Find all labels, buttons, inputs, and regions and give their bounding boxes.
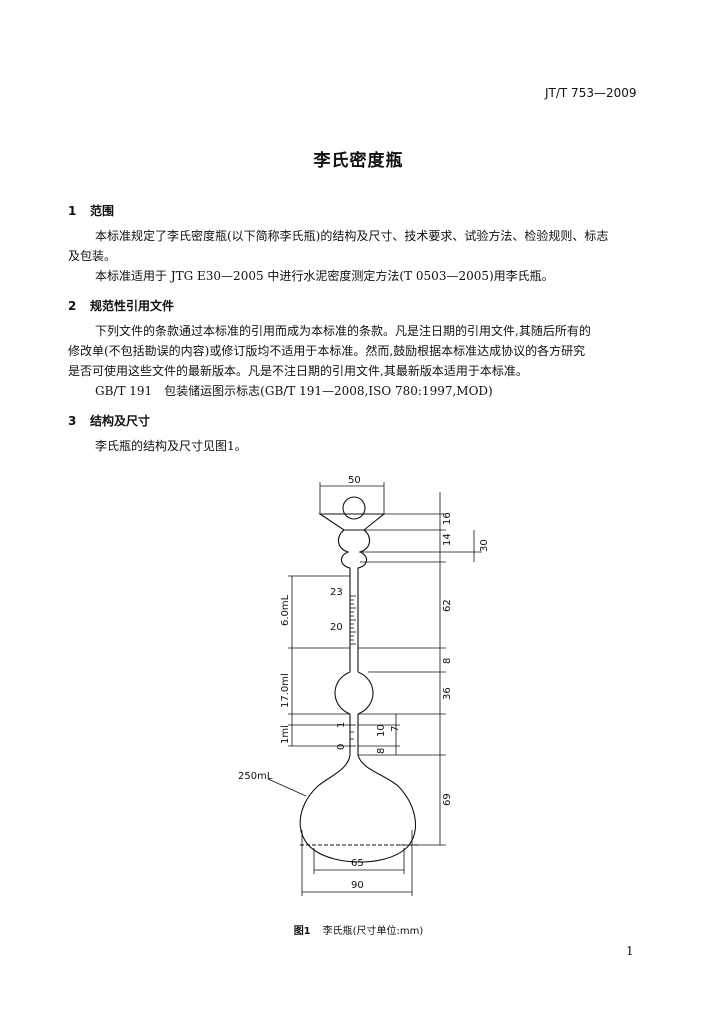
section-title: 结构及尺寸 <box>90 414 151 428</box>
section-title: 范围 <box>90 204 115 218</box>
section-title: 规范性引用文件 <box>90 299 175 313</box>
lower-neck <box>349 714 359 755</box>
standard-number: JT/T 753—2009 <box>545 86 637 100</box>
funnel-top <box>318 513 386 531</box>
page-number: 1 <box>626 944 634 958</box>
scale-label-0: 0 <box>336 744 347 750</box>
section-1-heading: 1 范围 <box>68 202 114 219</box>
graduated-stem <box>349 575 359 672</box>
stem-graduations <box>350 595 356 747</box>
neck-bulbs <box>337 529 371 575</box>
scale-label-23: 23 <box>330 587 343 598</box>
section-number: 2 <box>68 299 77 313</box>
bottom-width-dimensions <box>301 830 413 896</box>
figure-caption: 图1 李氏瓶(尺寸单位:mm) <box>0 922 717 937</box>
paragraph: 李氏瓶的结构及尺寸见图1。 <box>95 439 247 453</box>
paragraph: 及包装。 <box>68 249 117 263</box>
label-dim-14: 14 <box>442 533 453 546</box>
stopper-ball <box>342 496 366 520</box>
section-2-heading: 2 规范性引用文件 <box>68 297 174 314</box>
section-number: 3 <box>68 414 77 428</box>
volume-leader-line <box>267 778 307 797</box>
section-number: 1 <box>68 204 77 218</box>
paragraph: 本标准适用于 JTG E30—2005 中进行水泥密度测定方法(T 0503—2… <box>95 269 554 283</box>
figure-number: 图1 <box>293 926 311 937</box>
document-title: 李氏密度瓶 <box>313 151 404 171</box>
label-dim-16: 16 <box>442 512 453 525</box>
left-volume-dimensions <box>288 575 350 747</box>
figure-caption-text: 李氏瓶(尺寸单位:mm) <box>322 926 424 937</box>
label-dim-10: 10 <box>376 724 387 737</box>
scale-label-20: 20 <box>330 622 343 633</box>
label-dim-8-upper: 8 <box>442 658 453 664</box>
label-dim-30: 30 <box>479 539 490 552</box>
label-volume-250ml: 250mL <box>238 771 273 782</box>
right-height-dimensions <box>358 492 482 846</box>
paragraph: 下列文件的条款通过本标准的引用而成为本标准的条款。凡是注日期的引用文件,其随后所… <box>95 324 591 338</box>
label-width-65: 65 <box>351 858 364 869</box>
label-dim-62: 62 <box>442 599 453 612</box>
le-chatelier-flask-drawing: 50 16 14 30 62 8 36 10 7 8 69 65 90 6.0m… <box>238 475 490 896</box>
label-dim-69: 69 <box>442 793 453 806</box>
paragraph: 是否可使用这些文件的最新版本。凡是不注日期的引用文件,其最新版本适用于本标准。 <box>68 364 528 378</box>
middle-bulb <box>334 671 374 715</box>
label-dim-8-lower: 8 <box>376 748 387 754</box>
label-volume-17ml: 17.0ml <box>280 673 291 708</box>
paragraph: 修改单(不包括勘误的内容)或修订版均不适用于本标准。然而,鼓励根据本标准达成协议… <box>68 344 586 358</box>
label-volume-1ml: 1ml <box>280 725 291 744</box>
scale-label-1: 1 <box>336 722 347 728</box>
section-3-heading: 3 结构及尺寸 <box>68 412 150 429</box>
flask-body <box>299 754 416 863</box>
label-top-width: 50 <box>348 475 361 486</box>
label-dim-36: 36 <box>442 687 453 700</box>
top-width-dimension <box>319 482 385 514</box>
label-dim-7: 7 <box>390 726 401 732</box>
paragraph: 本标准规定了李氏密度瓶(以下简称李氏瓶)的结构及尺寸、技术要求、试验方法、检验规… <box>95 229 609 243</box>
reference-item: GB/T 191 包装储运图示标志(GB/T 191—2008,ISO 780:… <box>95 384 493 398</box>
label-volume-6ml: 6.0mL <box>280 594 291 626</box>
label-width-90: 90 <box>351 880 364 891</box>
